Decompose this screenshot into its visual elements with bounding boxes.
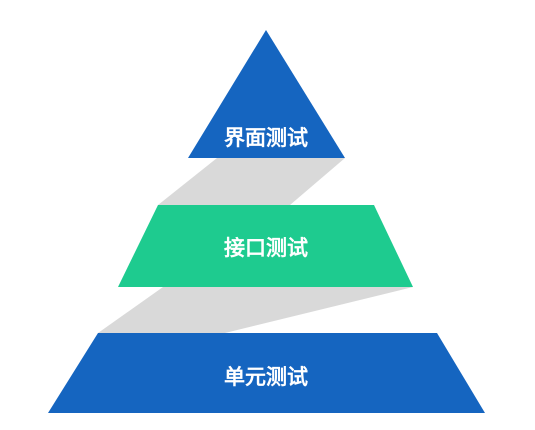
connector-top-middle xyxy=(158,158,345,205)
tier-middle-shape xyxy=(118,205,413,287)
tier-top-label: 界面测试 xyxy=(224,126,308,150)
tier-bottom-shape xyxy=(48,333,485,413)
tier-bottom-label: 单元测试 xyxy=(224,365,308,389)
connector-middle-bottom xyxy=(98,287,413,333)
tier-top-shape xyxy=(188,30,345,158)
tier-middle-label: 接口测试 xyxy=(224,236,308,260)
